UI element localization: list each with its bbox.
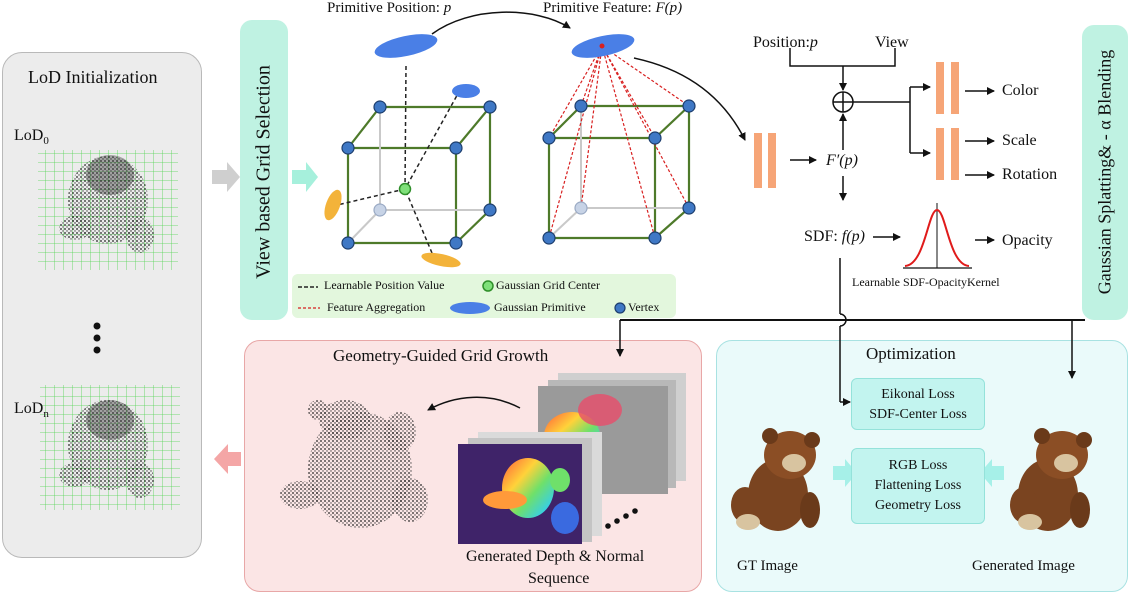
optimization-title: Optimization — [866, 344, 956, 363]
output-scale: Scale — [1002, 132, 1037, 149]
sequence-ellipsis — [605, 508, 638, 529]
gaussian-primitive-bottom — [421, 252, 461, 268]
view-grid-selection-panel — [240, 20, 288, 320]
output-opacity: Opacity — [1002, 232, 1053, 249]
mlp-color-b — [951, 62, 959, 114]
lodn-teddy-mesh — [40, 385, 180, 510]
mlp-color-a — [936, 62, 944, 114]
gaussian-splatting-panel — [1082, 25, 1128, 320]
lod0-teddy-mesh — [38, 150, 178, 270]
kernel-label: Learnable SDF-OpacityKernel — [852, 275, 1000, 289]
splatting-label: Gaussian Splatting& - α Blending — [1094, 49, 1115, 295]
sdf-label: SDF: f(p) — [804, 228, 865, 245]
point-cloud-teddy — [280, 400, 428, 528]
loss-flattening: Flattening Loss — [874, 478, 962, 493]
loss-box-sdf: Eikonal Loss SDF-Center Loss — [851, 378, 985, 430]
legend-vertex-icon — [614, 302, 626, 314]
opacity-kernel-curve — [904, 208, 970, 267]
feature-out-label: F′(p) — [826, 152, 858, 169]
loss-geometry: Geometry Loss — [875, 498, 961, 513]
feature-to-mlp-arrow — [633, 57, 746, 141]
mlp-block-1b — [768, 133, 776, 188]
loss-sdf-center: SDF-Center Loss — [869, 407, 967, 422]
primitive-feature-label: Primitive Feature: F(p) — [543, 0, 683, 16]
view-input-label: View — [875, 34, 909, 51]
legend-gaussian-icon — [450, 302, 490, 314]
growth-title: Geometry-Guided Grid Growth — [333, 346, 549, 365]
lod0-label: LoD0 — [14, 127, 49, 148]
generated-to-loss-arrow — [980, 459, 1004, 487]
position-input-label: Position:p — [753, 34, 818, 51]
legend-grid-center-icon — [482, 280, 494, 292]
gt-image-label: GT Image — [737, 558, 798, 574]
legend-position-value: Learnable Position Value — [324, 278, 445, 292]
sequence-caption-line1: Generated Depth & Normal — [466, 548, 645, 565]
lod-title: LoD Initialization — [28, 67, 158, 87]
legend-gaussian-primitive: Gaussian Primitive — [494, 300, 586, 314]
loss-box-render: RGB Loss Flattening Loss Geometry Loss — [851, 448, 985, 524]
lodn-label: LoDn — [14, 400, 49, 421]
mlp-block-1a — [754, 133, 762, 188]
mlp-cov-a — [936, 128, 944, 180]
generated-teddy-image — [1010, 428, 1092, 531]
grid-cube-position — [332, 65, 497, 254]
position-to-feature-arrow — [431, 11, 571, 35]
growth-to-lod-arrow — [214, 444, 241, 474]
primitive-position-label: Primitive Position: p — [327, 0, 452, 16]
legend-grid-center: Gaussian Grid Center — [496, 278, 600, 292]
lod-to-selection-arrow — [212, 162, 240, 192]
output-color: Color — [1002, 82, 1039, 99]
gaussian-primitive-right — [452, 84, 480, 98]
view-selection-label: View based Grid Selection — [252, 65, 275, 279]
selection-to-cube-arrow — [292, 162, 318, 192]
sequence-caption-line2: Sequence — [528, 570, 590, 587]
sequence-to-pointcloud-arrow — [427, 396, 521, 411]
gaussian-primitive-left — [324, 189, 342, 221]
legend-vertex: Vertex — [628, 300, 660, 314]
gt-teddy-image — [731, 428, 820, 531]
loss-rgb: RGB Loss — [888, 458, 948, 473]
loss-eikonal: Eikonal Loss — [881, 387, 955, 402]
grid-cube-feature — [542, 45, 696, 245]
output-rotation: Rotation — [1002, 166, 1058, 183]
generated-image-label: Generated Image — [972, 558, 1075, 574]
lod-ellipsis — [93, 322, 101, 354]
depth-map-stack — [458, 432, 602, 544]
mlp-cov-b — [951, 128, 959, 180]
gaussian-primitive-top — [374, 34, 438, 58]
legend-feature-aggregation: Feature Aggregation — [327, 300, 426, 314]
